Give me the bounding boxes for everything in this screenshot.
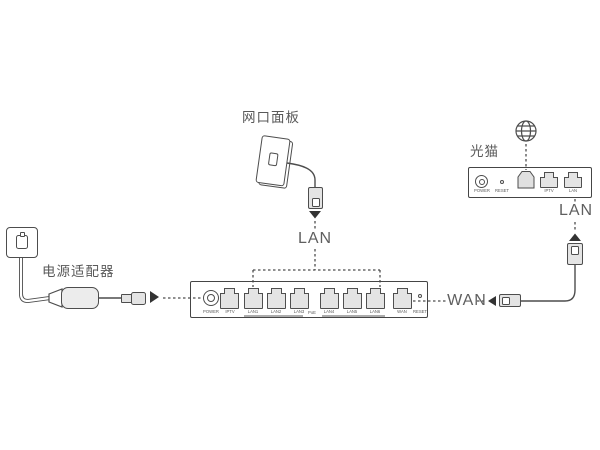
globe-icon <box>515 120 537 142</box>
wan-ethernet-cable <box>521 264 576 302</box>
router-reset-button <box>418 294 422 298</box>
wan-arrow-icon <box>488 296 496 306</box>
router-port-lan5 <box>343 288 362 309</box>
modem-port-label: LAN <box>568 189 578 194</box>
modem-power-label: POWER <box>474 189 490 194</box>
router-port-lan4 <box>320 288 339 309</box>
router-port-label: LAN4 <box>323 310 335 315</box>
router-port-label: LAN1 <box>247 310 259 315</box>
wall-socket-plug <box>20 232 25 237</box>
modem-ethernet-connector-face <box>571 246 579 255</box>
wall-plate-port <box>267 152 279 167</box>
router-port-wan <box>393 288 412 309</box>
router-reset-label: RESET <box>412 310 427 315</box>
modem-power-port-inner <box>478 178 485 185</box>
power-adapter-label: 电源适配器 <box>42 264 115 279</box>
wall-socket-outlet <box>16 235 28 249</box>
plate-ethernet-connector-face <box>311 198 320 207</box>
router-power-port-inner <box>207 294 215 302</box>
modem-port-iptv <box>540 172 558 188</box>
router-power-label: POWER <box>203 310 219 315</box>
modem-port-lan <box>564 172 582 188</box>
router-port-lan3 <box>290 288 309 309</box>
router-port-lan2 <box>267 288 286 309</box>
router-port-label: WAN <box>397 310 407 315</box>
lan-up-arrow-icon <box>569 233 581 241</box>
wan-ethernet-connector-face <box>502 297 510 305</box>
router-port-lan1 <box>244 288 263 309</box>
modem-port-label: IPTV <box>544 189 554 194</box>
power-adapter-body <box>61 287 99 309</box>
dc-plug-barrel <box>131 292 146 305</box>
router-port-lan6 <box>366 288 385 309</box>
poe-label: PoE <box>308 311 316 316</box>
wall-plate <box>254 135 295 193</box>
router-port-label: LAN2 <box>270 310 282 315</box>
lan-callout-label-top: LAN <box>297 230 333 247</box>
router-port-iptv <box>220 288 239 309</box>
lan-callout-label-right: LAN <box>558 202 594 219</box>
modem-reset-button <box>500 180 504 184</box>
router-port-label: LAN5 <box>346 310 358 315</box>
wan-callout-label: WAN <box>447 292 487 309</box>
power-arrow-icon <box>150 291 159 303</box>
router-port-label: IPTV <box>225 310 235 315</box>
wall-plate-label: 网口面板 <box>242 110 300 125</box>
lan-down-arrow-icon <box>309 211 321 219</box>
router-port-label: LAN3 <box>293 310 305 315</box>
modem-box <box>468 167 592 198</box>
modem-label: 光猫 <box>470 144 499 159</box>
router-port-label: LAN6 <box>369 310 381 315</box>
modem-reset-label: RESET <box>494 189 509 194</box>
wall-socket <box>6 227 38 258</box>
router-box <box>190 281 428 318</box>
